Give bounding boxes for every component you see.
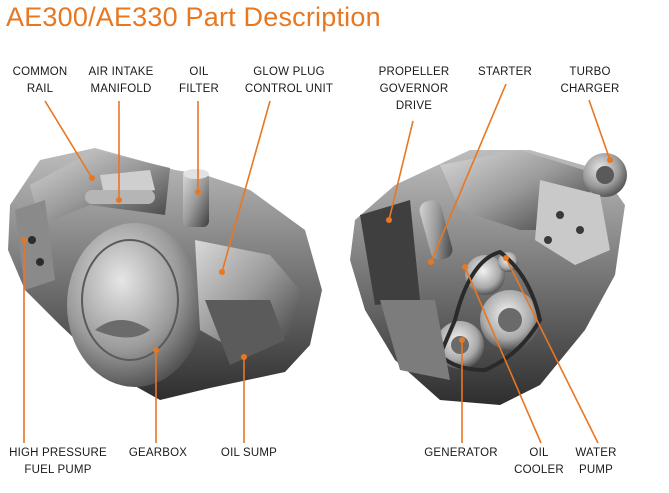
label-common-rail: COMMON RAIL [12, 66, 68, 95]
label-water-pump: WATER PUMP [575, 447, 617, 476]
label-high-pressure-fuel-pump: HIGH PRESSURE FUEL PUMP [9, 447, 107, 476]
left-engine-illustration [8, 148, 322, 400]
right-engine-illustration [350, 150, 627, 405]
label-generator: GENERATOR [424, 447, 498, 459]
page-title: AE300/AE330 Part Description [6, 2, 381, 32]
label-glow-plug-control-unit: GLOW PLUG CONTROL UNIT [244, 66, 334, 95]
label-oil-filter: OIL FILTER [179, 66, 219, 95]
label-propeller-governor-drive: PROPELLER GOVERNOR DRIVE [378, 66, 450, 112]
label-turbo-charger: TURBO CHARGER [560, 66, 620, 95]
label-gearbox: GEARBOX [128, 447, 188, 459]
leader-dots [21, 157, 613, 360]
label-oil-cooler: OIL COOLER [514, 447, 564, 476]
label-starter: STARTER [477, 66, 532, 78]
leader-lines [23, 83, 611, 444]
label-air-intake-manifold: AIR INTAKE MANIFOLD [88, 66, 154, 95]
label-oil-sump: OIL SUMP [220, 447, 278, 459]
